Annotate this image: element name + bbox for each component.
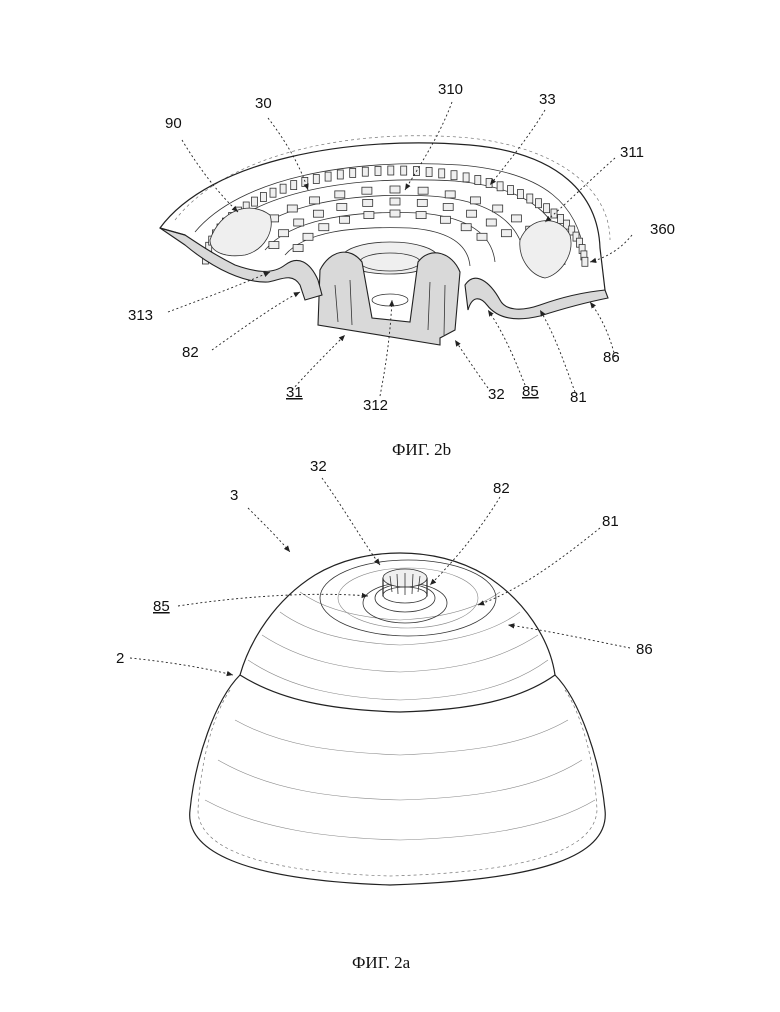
ring-tooth xyxy=(260,193,266,202)
chamber-block xyxy=(511,215,521,222)
chamber-block xyxy=(293,245,303,252)
ring-tooth xyxy=(313,175,319,184)
caption-fig-2a: ФИГ. 2a xyxy=(352,953,411,972)
labels-bottom: 3 32 82 81 85 86 2 xyxy=(116,458,653,667)
central-outlet xyxy=(318,242,460,345)
leaders-bottom xyxy=(130,478,630,675)
chamber-block xyxy=(313,210,323,217)
chamber-block xyxy=(340,216,350,223)
label-82: 82 xyxy=(182,344,199,361)
figure-2a-capsule: 3 32 82 81 85 86 2 ФИГ. 2a xyxy=(116,458,653,972)
chamber-block xyxy=(501,230,511,237)
chamber-block xyxy=(493,205,503,212)
ring-tooth xyxy=(350,168,356,177)
ring-tooth xyxy=(451,171,457,180)
ring-tooth xyxy=(401,166,407,175)
ring-tooth xyxy=(252,197,258,206)
chamber-block xyxy=(319,224,329,231)
ring-tooth xyxy=(426,168,432,177)
outlet-boss xyxy=(363,569,447,623)
chamber-block xyxy=(390,186,400,193)
ring-tooth xyxy=(388,166,394,175)
label-310: 310 xyxy=(438,81,463,98)
chamber-block xyxy=(486,219,496,226)
chamber-block xyxy=(303,233,313,240)
ring-tooth xyxy=(544,204,550,213)
ring-tooth xyxy=(551,209,557,218)
chamber-block xyxy=(287,205,297,212)
right-lobe xyxy=(520,221,571,278)
label-31: 31 xyxy=(286,384,303,401)
ring-tooth xyxy=(582,257,588,266)
caption-fig-2b: ФИГ. 2b xyxy=(392,440,451,459)
ring-tooth xyxy=(508,186,514,195)
chamber-block xyxy=(418,187,428,194)
chamber-block xyxy=(363,199,373,206)
label-85: 85 xyxy=(522,383,539,400)
ring-tooth xyxy=(325,172,331,181)
label-2: 2 xyxy=(116,650,124,667)
chamber-block xyxy=(417,199,427,206)
label-30: 30 xyxy=(255,95,272,112)
capsule-brim xyxy=(190,675,606,885)
label-360: 360 xyxy=(650,221,675,238)
chamber-block xyxy=(269,242,279,249)
chamber-block xyxy=(337,204,347,211)
label-81: 81 xyxy=(570,389,587,406)
ring-tooth xyxy=(475,176,481,185)
chamber-block xyxy=(362,187,372,194)
chamber-block xyxy=(279,230,289,237)
label-82: 82 xyxy=(493,480,510,497)
chamber-block xyxy=(364,212,374,219)
chamber-block xyxy=(470,197,480,204)
ring-tooth xyxy=(291,181,297,190)
chamber-block xyxy=(477,233,487,240)
ring-tooth xyxy=(362,167,368,176)
chamber-block xyxy=(467,210,477,217)
chamber-block xyxy=(294,219,304,226)
ring-tooth xyxy=(497,182,503,191)
ring-tooth xyxy=(337,170,343,179)
label-33: 33 xyxy=(539,91,556,108)
label-3: 3 xyxy=(230,487,238,504)
label-311: 311 xyxy=(620,144,644,161)
chamber-block xyxy=(310,197,320,204)
label-81: 81 xyxy=(602,513,619,530)
ring-tooth xyxy=(375,166,381,175)
ring-tooth xyxy=(439,169,445,178)
chamber-block xyxy=(445,191,455,198)
label-85: 85 xyxy=(153,598,170,615)
chamber-block xyxy=(440,216,450,223)
label-86: 86 xyxy=(603,349,620,366)
chamber-block xyxy=(416,212,426,219)
chamber-block xyxy=(443,204,453,211)
chamber-block xyxy=(335,191,345,198)
label-86: 86 xyxy=(636,641,653,658)
label-90: 90 xyxy=(165,115,182,132)
ring-tooth xyxy=(463,173,469,182)
label-32: 32 xyxy=(310,458,327,475)
label-312: 312 xyxy=(363,397,388,414)
left-lobe xyxy=(210,208,271,256)
ring-tooth xyxy=(527,194,533,203)
ring-tooth xyxy=(536,199,542,208)
chamber-block xyxy=(390,210,400,217)
ring-tooth xyxy=(517,190,523,199)
figure-2b-cutaway: 90 30 310 33 311 360 313 82 31 312 32 85… xyxy=(128,81,675,459)
label-313: 313 xyxy=(128,307,153,324)
ring-tooth xyxy=(280,184,286,193)
chamber-block xyxy=(461,224,471,231)
label-32: 32 xyxy=(488,386,505,403)
ring-tooth xyxy=(270,188,276,197)
ring-tooth xyxy=(558,215,564,224)
chamber-block xyxy=(390,198,400,205)
